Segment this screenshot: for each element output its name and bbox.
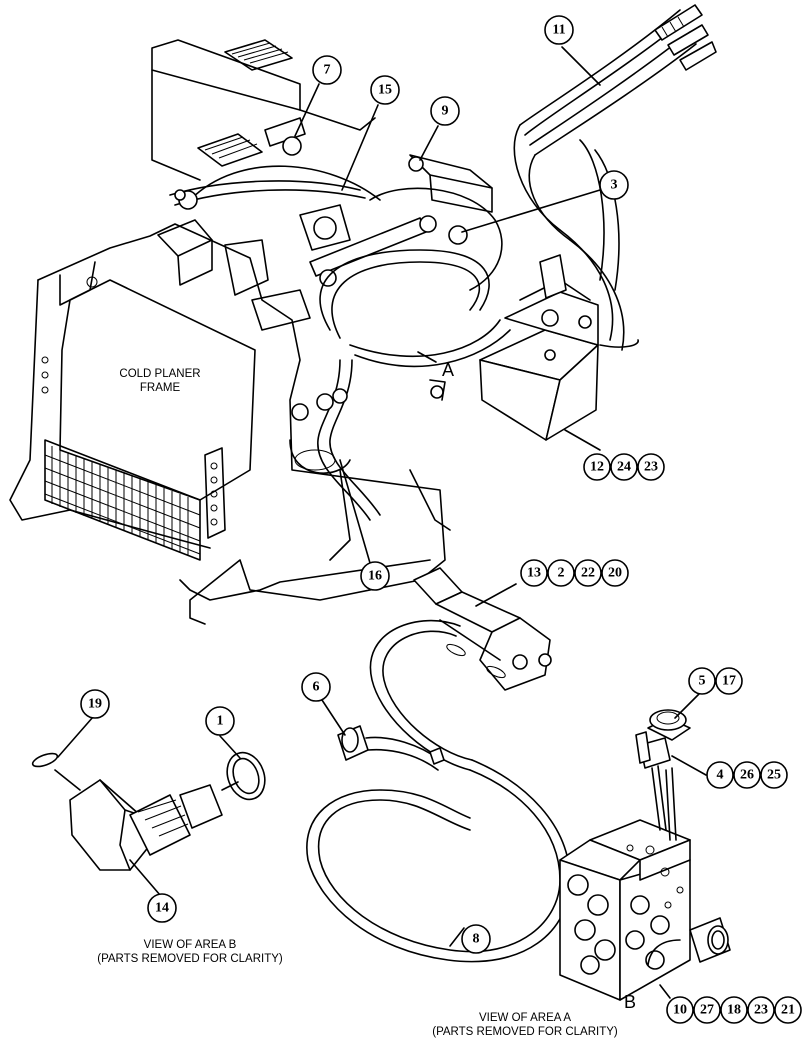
svg-text:4: 4: [717, 768, 724, 783]
callout-14: 14: [147, 893, 177, 923]
callout-26: 26: [733, 761, 761, 789]
svg-text:21: 21: [781, 1003, 795, 1018]
svg-text:11: 11: [552, 23, 565, 38]
svg-text:8: 8: [473, 932, 480, 947]
svg-text:2: 2: [558, 566, 565, 581]
leader-lines: [57, 46, 707, 999]
svg-text:15: 15: [378, 83, 392, 98]
svg-text:23: 23: [644, 460, 658, 475]
callout-20: 20: [601, 559, 629, 587]
frame-label-line1: COLD PLANER: [119, 368, 200, 380]
svg-text:6: 6: [313, 680, 320, 695]
callout-6: 6: [301, 672, 331, 702]
callout-2: 2: [547, 559, 575, 587]
callout-18: 18: [720, 996, 748, 1024]
svg-text:5: 5: [699, 674, 706, 689]
svg-text:23: 23: [754, 1003, 768, 1018]
svg-text:16: 16: [368, 569, 382, 584]
svg-text:18: 18: [727, 1003, 741, 1018]
cold-planer-frame-drawing: [9, 4, 717, 625]
frame-label-line2: FRAME: [140, 382, 181, 394]
svg-text:20: 20: [608, 566, 622, 581]
callout-7: 7: [312, 55, 342, 85]
callout-19: 19: [80, 689, 110, 719]
svg-text:1: 1: [217, 714, 224, 729]
cooling-grid: [44, 446, 201, 555]
callout-5: 5: [688, 667, 716, 695]
svg-text:19: 19: [88, 697, 102, 712]
callout-13: 13: [520, 559, 548, 587]
callout-24: 24: [610, 453, 638, 481]
svg-text:25: 25: [767, 768, 781, 783]
callout-4: 4: [706, 761, 734, 789]
svg-text:9: 9: [442, 104, 449, 119]
view-b-caption-line1: VIEW OF AREA B: [144, 939, 237, 951]
callout-3: 3: [599, 170, 629, 200]
svg-text:10: 10: [673, 1003, 687, 1018]
svg-text:26: 26: [740, 768, 754, 783]
callout-17: 17: [715, 667, 743, 695]
svg-text:17: 17: [722, 674, 736, 689]
callout-21: 21: [774, 996, 802, 1024]
area-a-leader: [417, 351, 437, 363]
callout-1: 1: [205, 706, 235, 736]
callout-22: 22: [574, 559, 602, 587]
callout-8: 8: [461, 924, 491, 954]
svg-text:27: 27: [700, 1003, 714, 1018]
view-area-a-drawing: [306, 567, 731, 1001]
area-b-marker: B: [624, 992, 636, 1012]
svg-text:13: 13: [527, 566, 541, 581]
callout-12: 12: [583, 453, 611, 481]
view-area-b-drawing: [31, 751, 266, 871]
callout-15: 15: [370, 75, 400, 105]
callout-23-upper: 23: [637, 453, 665, 481]
callout-9: 9: [430, 96, 460, 126]
svg-text:3: 3: [611, 178, 618, 193]
svg-text:24: 24: [617, 460, 631, 475]
callout-11: 11: [544, 15, 574, 45]
svg-text:7: 7: [324, 63, 331, 78]
view-a-caption-line1: VIEW OF AREA A: [479, 1012, 571, 1024]
callout-25: 25: [760, 761, 788, 789]
view-b-caption-line2: (PARTS REMOVED FOR CLARITY): [97, 953, 283, 965]
svg-text:22: 22: [581, 566, 595, 581]
view-a-caption-line2: (PARTS REMOVED FOR CLARITY): [432, 1026, 618, 1038]
callout-10: 10: [666, 996, 694, 1024]
svg-text:14: 14: [155, 901, 169, 916]
callout-16: 16: [360, 561, 390, 591]
callout-27: 27: [693, 996, 721, 1024]
callout-23-lower: 23: [747, 996, 775, 1024]
svg-text:12: 12: [590, 460, 604, 475]
area-a-marker: A: [442, 360, 454, 380]
